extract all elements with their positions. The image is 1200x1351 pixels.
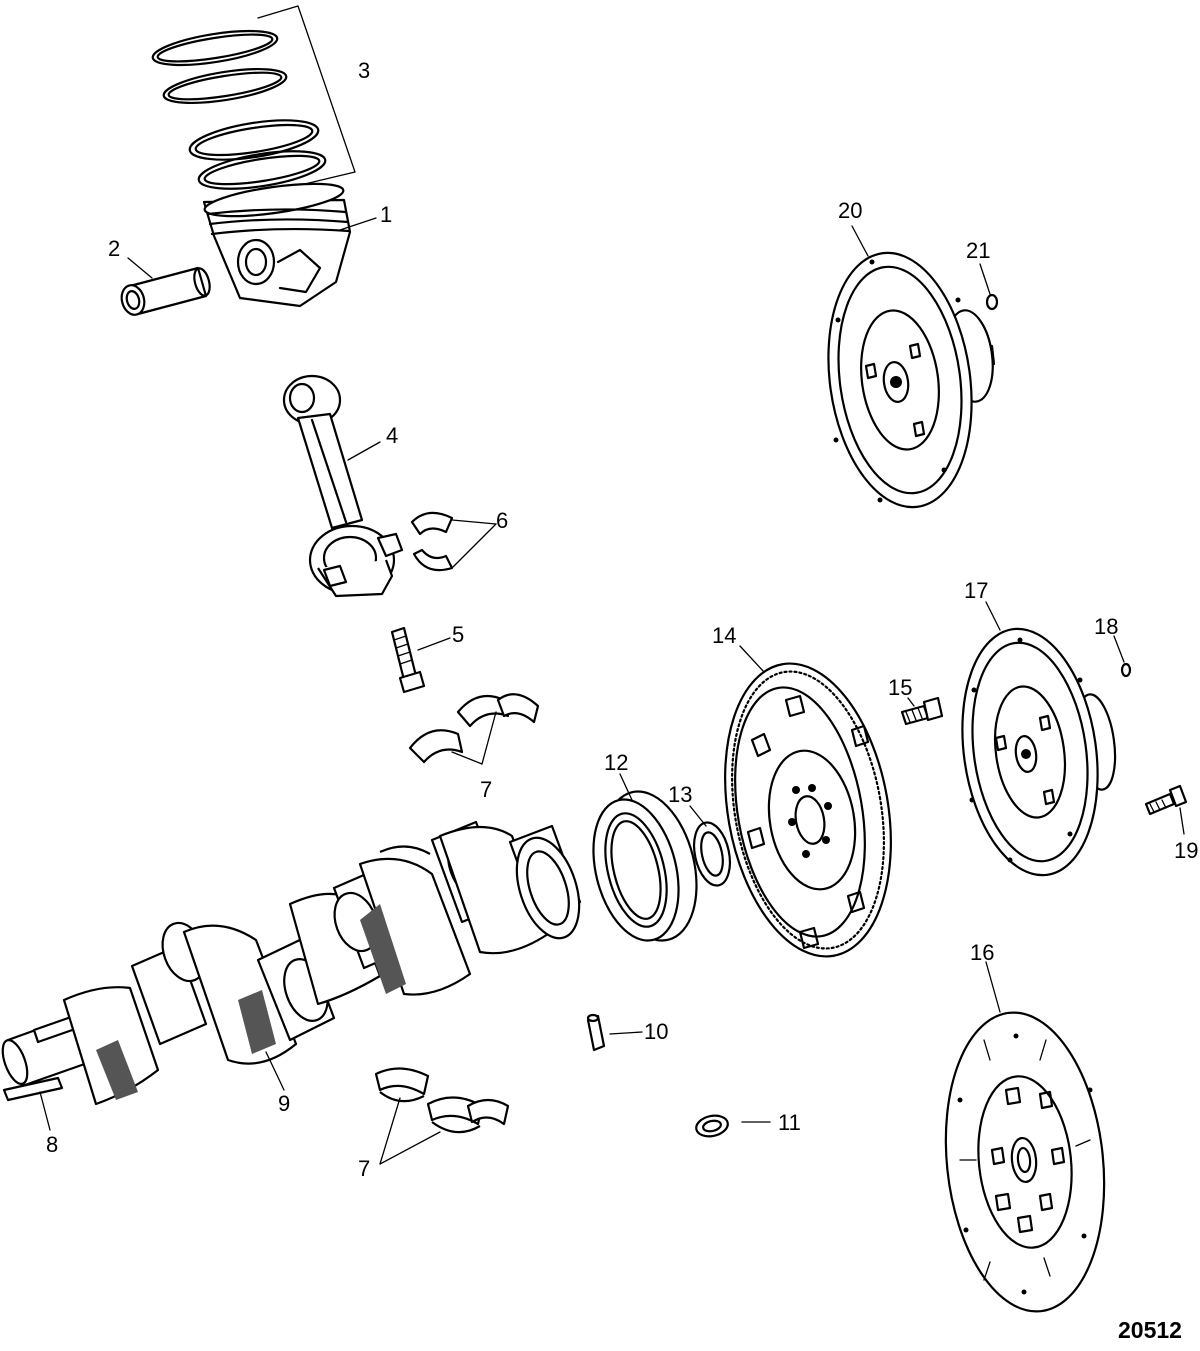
callout-7-upper: 7 <box>480 777 492 802</box>
leader-lines <box>39 217 1185 1165</box>
callout-4: 4 <box>386 423 398 448</box>
callout-14: 14 <box>712 623 736 648</box>
main-bearing-halves-upper <box>408 693 540 764</box>
flywheel-bolt <box>900 696 944 726</box>
callout-18: 18 <box>1094 614 1118 639</box>
connecting-rod <box>282 374 404 598</box>
callout-10: 10 <box>644 1019 668 1044</box>
callout-6: 6 <box>496 508 508 533</box>
flywheel <box>724 662 892 958</box>
callout-13: 13 <box>668 782 692 807</box>
rear-main-seal <box>592 790 698 942</box>
pilot-bearing <box>692 821 732 887</box>
callout-9: 9 <box>278 1091 290 1116</box>
damper-bolt <box>1144 784 1188 816</box>
piston-pin <box>120 266 211 316</box>
callout-1: 1 <box>380 202 392 227</box>
rod-bolt <box>390 626 426 694</box>
callout-12: 12 <box>604 750 628 775</box>
callout-11: 11 <box>778 1110 801 1135</box>
callout-7-lower: 7 <box>358 1156 370 1181</box>
callout-15: 15 <box>888 675 912 700</box>
callout-labels: 1 2 3 4 5 6 7 7 8 9 10 11 12 13 14 15 16… <box>46 58 1198 1181</box>
main-bearing-halves-lower <box>374 1067 510 1134</box>
callout-17: 17 <box>964 578 988 603</box>
crankshaft <box>1 820 582 1106</box>
dowel-pin-8 <box>2 1076 64 1102</box>
damper-plate-17 <box>961 627 1117 877</box>
dowel-pin-10 <box>586 1013 606 1052</box>
piston <box>202 182 352 308</box>
washer <box>695 1114 729 1138</box>
callout-3: 3 <box>358 58 370 83</box>
rod-bearing-halves <box>410 511 454 572</box>
callout-21: 21 <box>966 238 990 263</box>
damper-plate-20 <box>827 251 996 509</box>
callout-8: 8 <box>46 1132 58 1157</box>
callout-19: 19 <box>1174 838 1198 863</box>
callout-2: 2 <box>108 236 120 261</box>
nut-21 <box>985 293 999 311</box>
callout-16: 16 <box>970 940 994 965</box>
callout-20: 20 <box>838 198 862 223</box>
figure-id: 20512 <box>1118 1317 1182 1343</box>
clutch-disc <box>944 1011 1106 1313</box>
nut-18 <box>1120 662 1132 678</box>
piston-rings <box>151 5 356 190</box>
callout-5: 5 <box>452 622 464 647</box>
